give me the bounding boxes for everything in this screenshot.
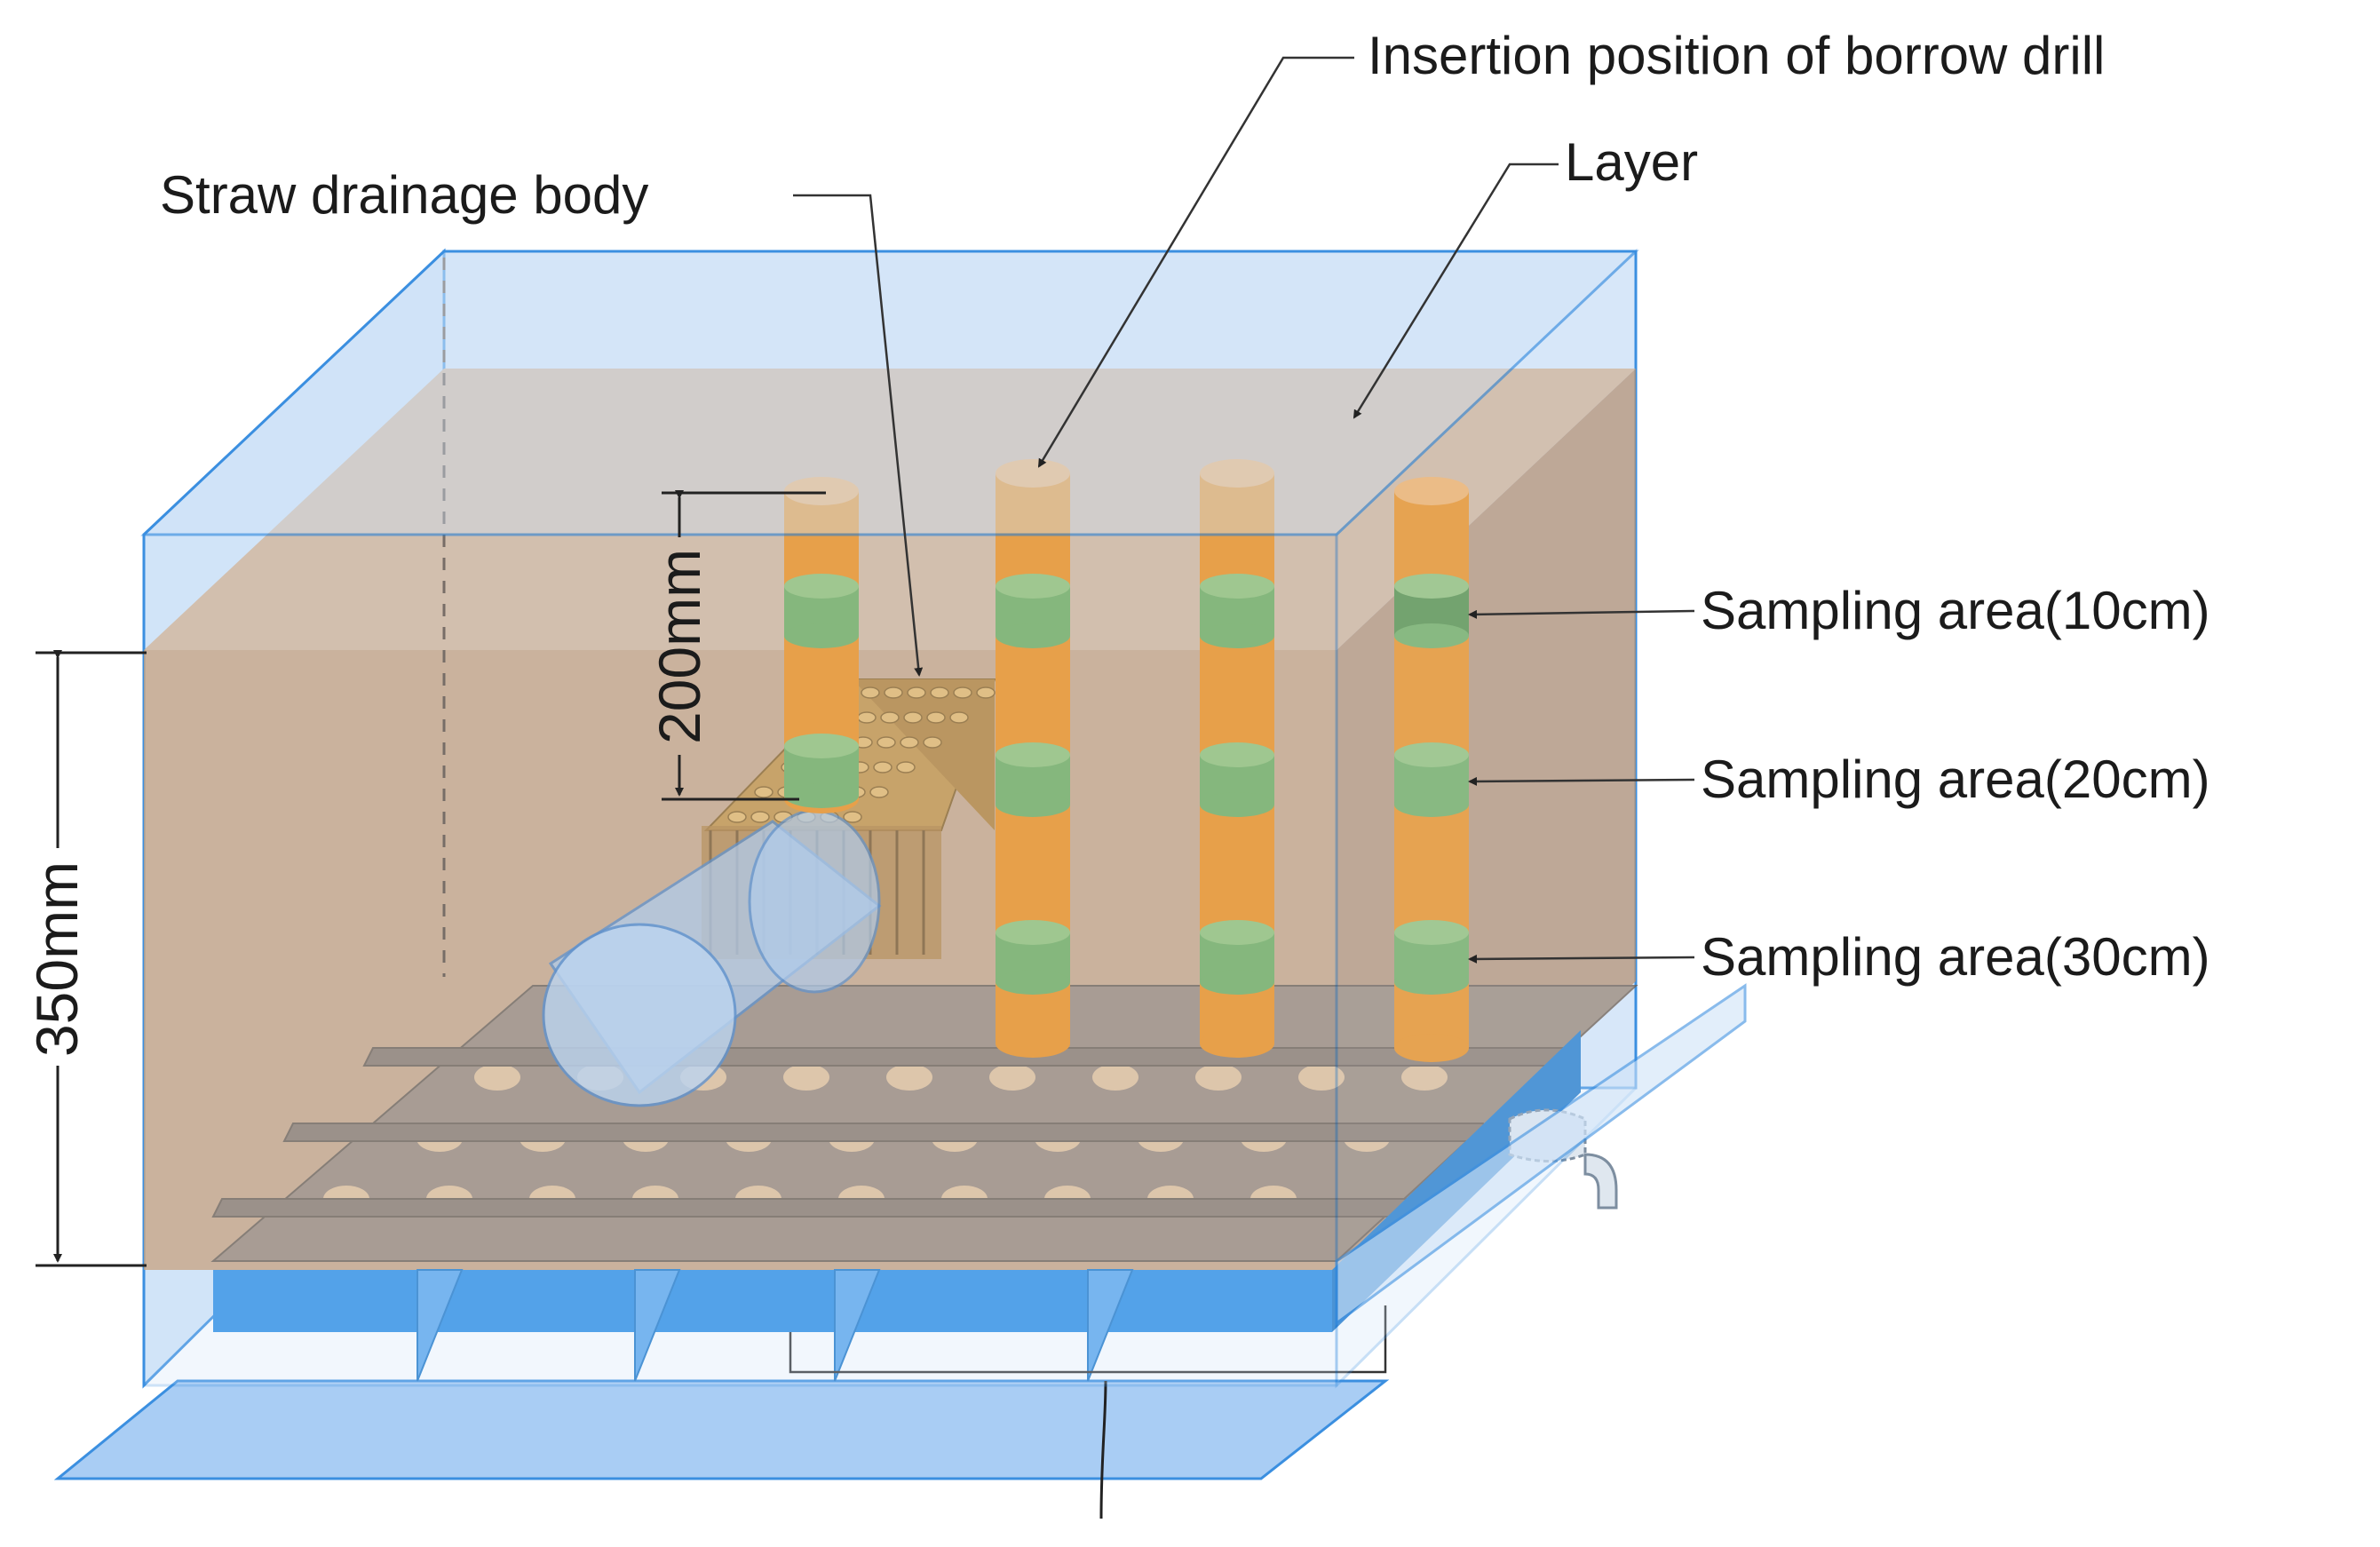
drainage-hole	[989, 1064, 1035, 1091]
drill-column	[784, 477, 859, 813]
drill-column	[996, 459, 1070, 1058]
label-sampling-30: Sampling area(30cm)	[1701, 927, 2210, 987]
label-sampling-20: Sampling area(20cm)	[1701, 750, 2210, 809]
glass-front-panel	[142, 533, 1338, 1387]
drain-pipe	[789, 1305, 1387, 1374]
straw-tube	[930, 686, 949, 699]
straw-tube	[884, 686, 903, 699]
drill-column	[1200, 459, 1274, 1058]
straw-tube	[754, 786, 774, 798]
straw-tube	[907, 686, 926, 699]
straw-tube	[877, 736, 896, 749]
straw-tube	[953, 686, 972, 699]
dimension-200: 200mm	[647, 490, 826, 801]
straw-tube	[873, 761, 892, 774]
straw-tube	[896, 761, 916, 774]
drainage-hole	[1195, 1064, 1242, 1091]
leader-lines	[793, 56, 1695, 964]
straw-tube	[923, 736, 942, 749]
straw-tube	[750, 811, 770, 823]
straw-tube	[843, 811, 862, 823]
drainage-hole	[1401, 1064, 1448, 1091]
dimension-350-label: 350mm	[24, 861, 90, 1057]
label-sampling-10: Sampling area(10cm)	[1701, 581, 2210, 640]
drainage-hole	[783, 1064, 829, 1091]
outlet-line	[1099, 1380, 1107, 1519]
drill-top	[1394, 477, 1469, 505]
straw-tube	[903, 711, 923, 724]
blue-tray-front	[213, 1270, 1332, 1332]
label-straw: Straw drainage body	[160, 165, 648, 225]
drainage-pipe-cylinder	[542, 809, 882, 1107]
drainage-hole	[886, 1064, 932, 1091]
drill-column	[1394, 477, 1469, 1062]
straw-tube	[949, 711, 969, 724]
base-plate	[53, 1379, 1390, 1480]
label-drill: Insertion position of borrow drill	[1368, 26, 2105, 85]
straw-tube	[900, 736, 919, 749]
straw-tube	[869, 786, 889, 798]
glass-right-lower	[1335, 983, 1747, 1326]
straw-tube	[880, 711, 900, 724]
straw-tube	[926, 711, 946, 724]
straw-tube	[727, 811, 747, 823]
straw-tube	[976, 686, 996, 699]
drainage-hole	[474, 1064, 520, 1091]
drainage-hole	[1092, 1064, 1138, 1091]
tray-fins	[416, 1269, 1134, 1382]
drainage-hole	[1298, 1064, 1345, 1091]
dimension-350: 350mm	[24, 650, 147, 1267]
dimension-200-label: 200mm	[647, 549, 712, 744]
straw-tube	[861, 686, 880, 699]
label-layer: Layer	[1565, 132, 1698, 192]
drill-columns	[784, 459, 1469, 1062]
